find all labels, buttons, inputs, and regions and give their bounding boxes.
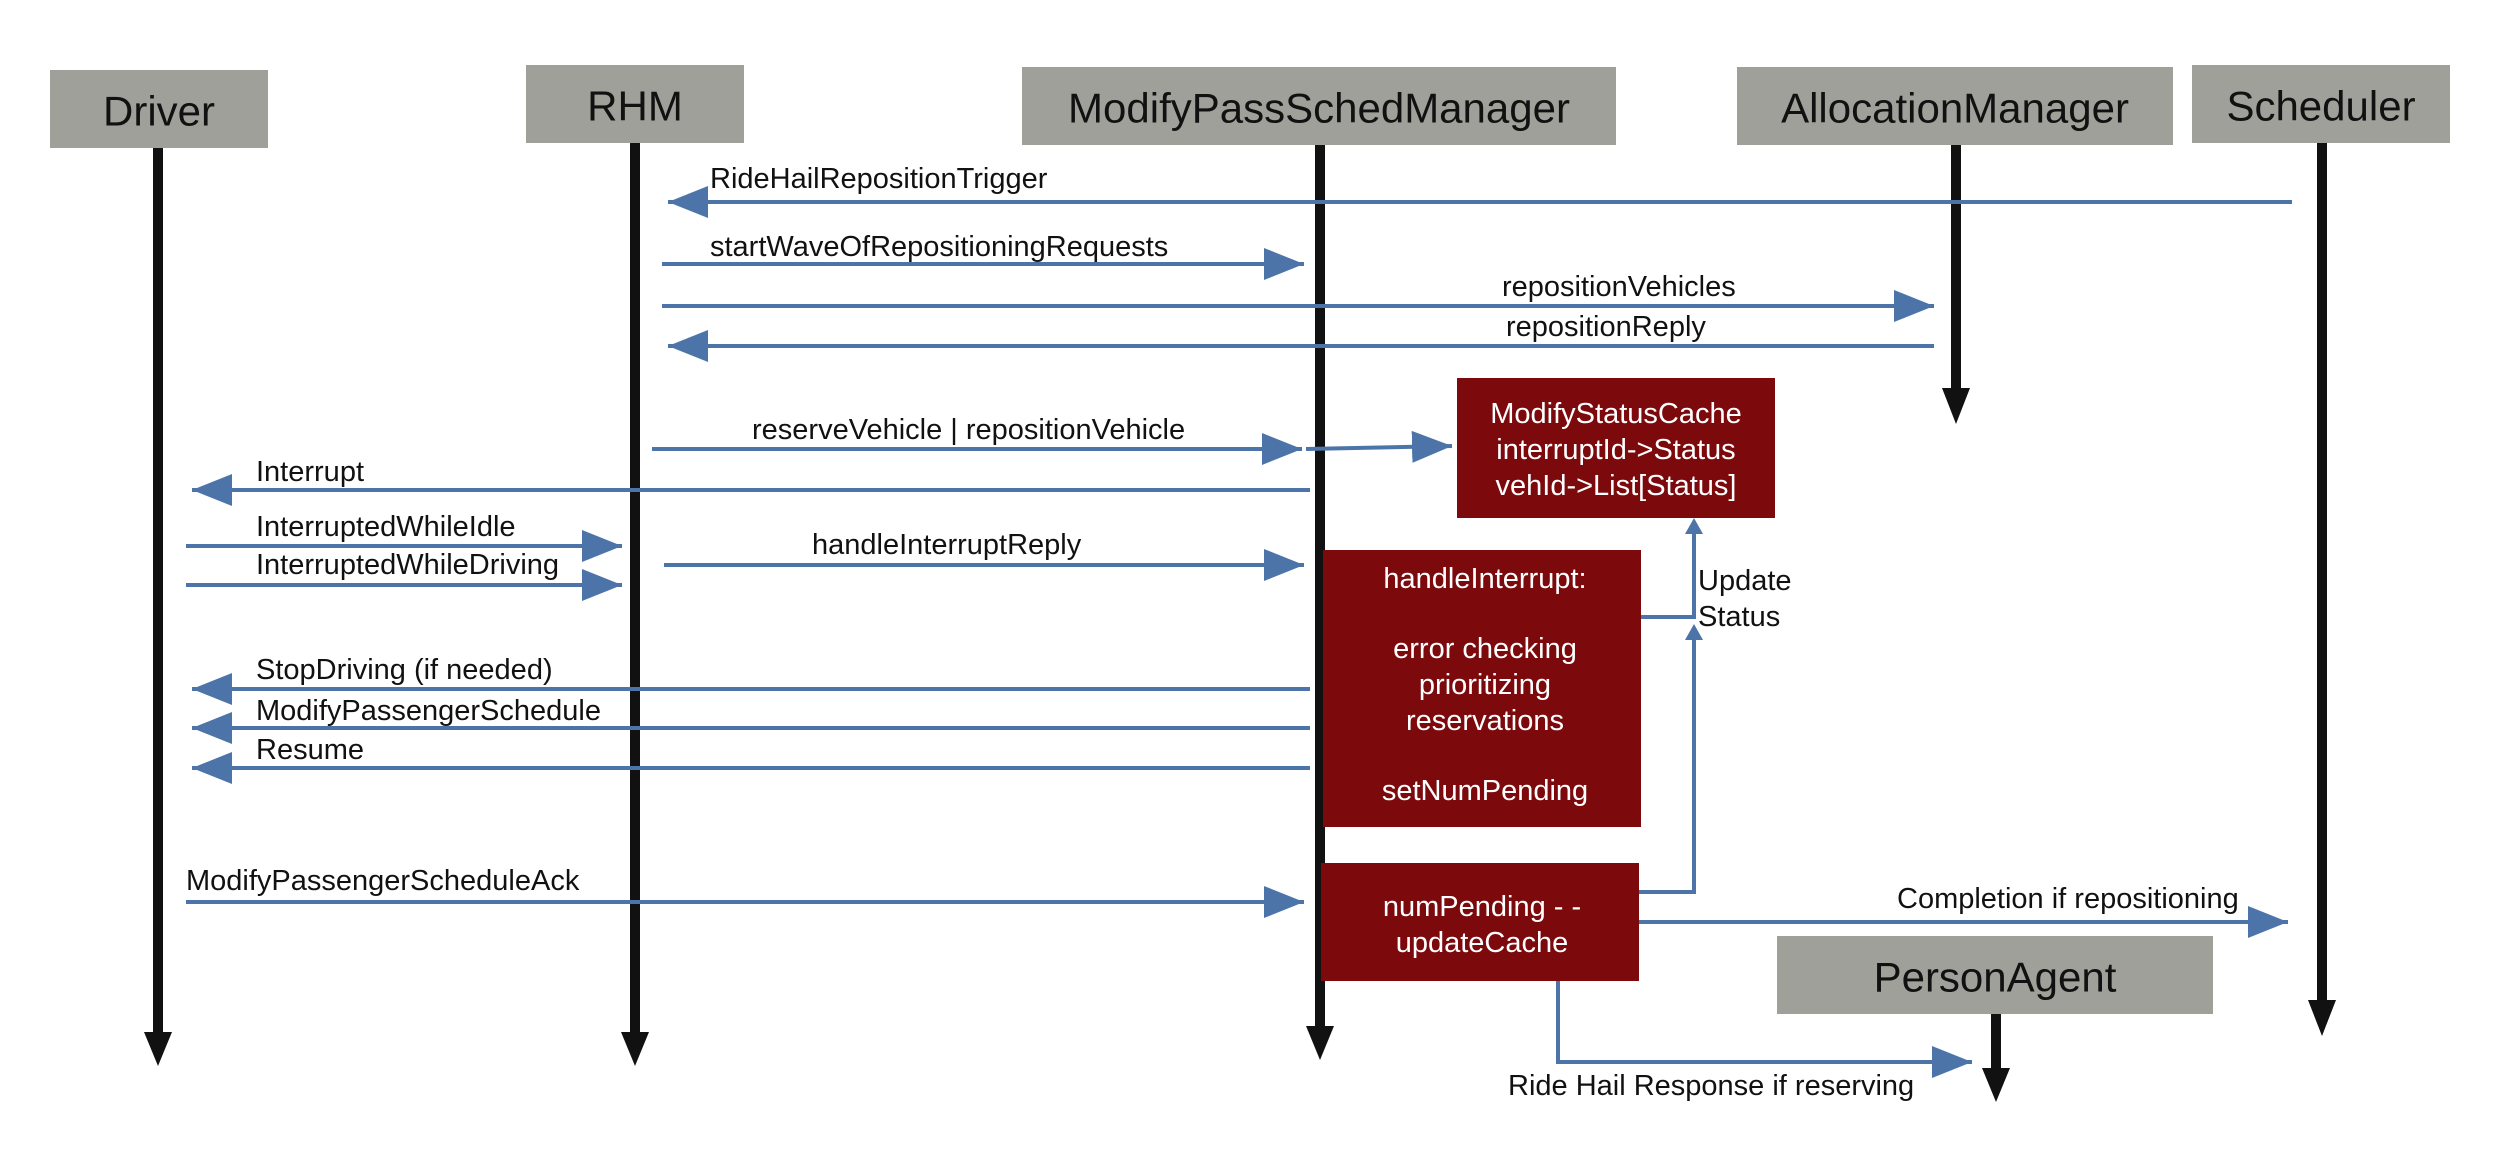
box-modify-status-cache: ModifyStatusCache interruptId->Status ve…	[1457, 378, 1775, 518]
message-interrupted-while-driving: InterruptedWhileDriving	[186, 549, 622, 601]
actor-rhm-label: RHM	[587, 83, 683, 130]
box-handle-interrupt-line-4: prioritizing	[1419, 669, 1551, 701]
message-interrupted-while-idle: InterruptedWhileIdle	[186, 511, 622, 562]
message-reserve-label: reserveVehicle | repositionVehicle	[752, 414, 1185, 446]
message-modify-passenger-schedule-ack: ModifyPassengerScheduleAck	[186, 865, 1304, 918]
box-handle-interrupt-line-3: error checking	[1393, 633, 1577, 665]
box-handle-interrupt: handleInterrupt: error checking prioriti…	[1323, 550, 1641, 827]
message-reposition-reply-label: repositionReply	[1506, 311, 1706, 343]
message-ride-hail-response: Ride Hail Response if reserving	[1508, 981, 1972, 1102]
actor-scheduler-label: Scheduler	[2226, 83, 2415, 130]
message-resume-label: Resume	[256, 734, 364, 766]
box-num-pending: numPending - - updateCache	[1321, 863, 1639, 981]
actor-allocation-label: AllocationManager	[1781, 85, 2129, 132]
message-completion-label: Completion if repositioning	[1897, 883, 2239, 915]
message-start-wave-label: startWaveOfRepositioningRequests	[710, 231, 1168, 263]
lifeline-allocation-arrowhead	[1942, 388, 1970, 424]
message-reposition-vehicles: repositionVehicles	[662, 271, 1934, 322]
message-interrupted-idle-label: InterruptedWhileIdle	[256, 511, 516, 543]
message-stop-driving: StopDriving (if needed)	[192, 654, 1310, 705]
message-trigger-label: RideHailRepositionTrigger	[710, 163, 1048, 195]
message-handle-interrupt-reply-label: handleInterruptReply	[812, 529, 1082, 561]
actor-allocation-manager: AllocationManager	[1737, 67, 2173, 145]
message-handle-interrupt-reply: handleInterruptReply	[664, 529, 1304, 581]
actor-rhm: RHM	[526, 65, 744, 143]
update-status-connector: Update Status	[1639, 518, 1792, 894]
update-status-label-2: Status	[1698, 601, 1780, 633]
lifelines	[144, 143, 2336, 1102]
message-ride-hail-response-arrow	[1556, 981, 1972, 1078]
actor-scheduler: Scheduler	[2192, 65, 2450, 143]
message-reserve-continuation-arrow	[1305, 430, 1453, 463]
lifeline-driver-arrowhead	[144, 1032, 172, 1066]
update-status-arrowhead-top	[1685, 518, 1703, 534]
update-status-arrow-top	[1641, 522, 1696, 619]
lifeline-rhm-arrowhead	[621, 1032, 649, 1066]
box-handle-interrupt-line-7: setNumPending	[1382, 775, 1588, 807]
message-interrupt: Interrupt	[192, 456, 1310, 506]
message-resume: Resume	[192, 734, 1310, 784]
message-interrupt-label: Interrupt	[256, 456, 364, 488]
box-num-pending-line-1: numPending - -	[1383, 891, 1581, 923]
message-interrupted-driving-label: InterruptedWhileDriving	[256, 549, 559, 581]
message-reposition-reply: repositionReply	[668, 311, 1934, 362]
box-status-cache-line-3: vehId->List[Status]	[1496, 470, 1737, 502]
message-reserve-reposition-vehicle: reserveVehicle | repositionVehicle	[652, 414, 1453, 465]
actor-modify-pass-sched-manager: ModifyPassSchedManager	[1022, 67, 1616, 145]
box-status-cache-line-1: ModifyStatusCache	[1490, 398, 1741, 430]
message-modify-passenger-schedule: ModifyPassengerSchedule	[192, 695, 1310, 744]
message-ride-hail-response-label: Ride Hail Response if reserving	[1508, 1070, 1914, 1102]
message-stop-driving-label: StopDriving (if needed)	[256, 654, 553, 686]
actor-driver-label: Driver	[103, 88, 215, 135]
message-completion-if-repositioning: Completion if repositioning	[1639, 883, 2288, 938]
actor-driver: Driver	[50, 70, 268, 148]
lifeline-scheduler-arrowhead	[2308, 1000, 2336, 1036]
update-status-label-1: Update	[1698, 565, 1792, 597]
message-start-wave: startWaveOfRepositioningRequests	[662, 231, 1304, 280]
actor-person-label: PersonAgent	[1874, 954, 2117, 1001]
box-handle-interrupt-line-5: reservations	[1406, 705, 1564, 737]
actor-person-agent: PersonAgent	[1777, 936, 2213, 1014]
update-status-arrow-bottom	[1639, 628, 1696, 894]
message-reposition-vehicles-label: repositionVehicles	[1502, 271, 1736, 303]
message-modify-schedule-ack-label: ModifyPassengerScheduleAck	[186, 865, 580, 897]
message-modify-schedule-label: ModifyPassengerSchedule	[256, 695, 601, 727]
message-ride-hail-reposition-trigger: RideHailRepositionTrigger	[668, 163, 2292, 218]
update-status-arrowhead-bottom	[1685, 624, 1703, 640]
box-status-cache-line-2: interruptId->Status	[1496, 434, 1735, 466]
actor-modify-label: ModifyPassSchedManager	[1068, 85, 1570, 132]
box-num-pending-line-2: updateCache	[1396, 927, 1569, 959]
lifeline-modify-arrowhead	[1306, 1026, 1334, 1060]
lifeline-person-arrowhead	[1982, 1068, 2010, 1102]
box-handle-interrupt-line-1: handleInterrupt:	[1383, 563, 1586, 595]
